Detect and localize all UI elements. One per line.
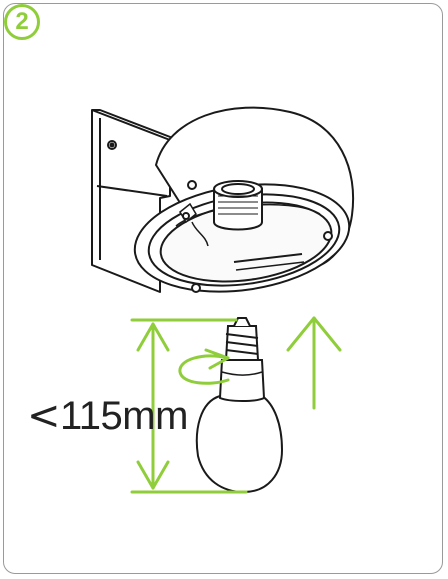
dimension-arrow (130, 318, 248, 494)
wall-lamp-housing (133, 106, 355, 293)
max-length-label: <115mm (27, 390, 197, 442)
step-number: 2 (15, 8, 29, 35)
rotate-arrow (178, 348, 230, 385)
light-bulb (195, 317, 284, 494)
length-value: 115mm (60, 394, 188, 438)
less-than-symbol: < (27, 393, 61, 439)
up-arrow (286, 316, 342, 410)
step-number-badge: 2 (4, 4, 40, 40)
